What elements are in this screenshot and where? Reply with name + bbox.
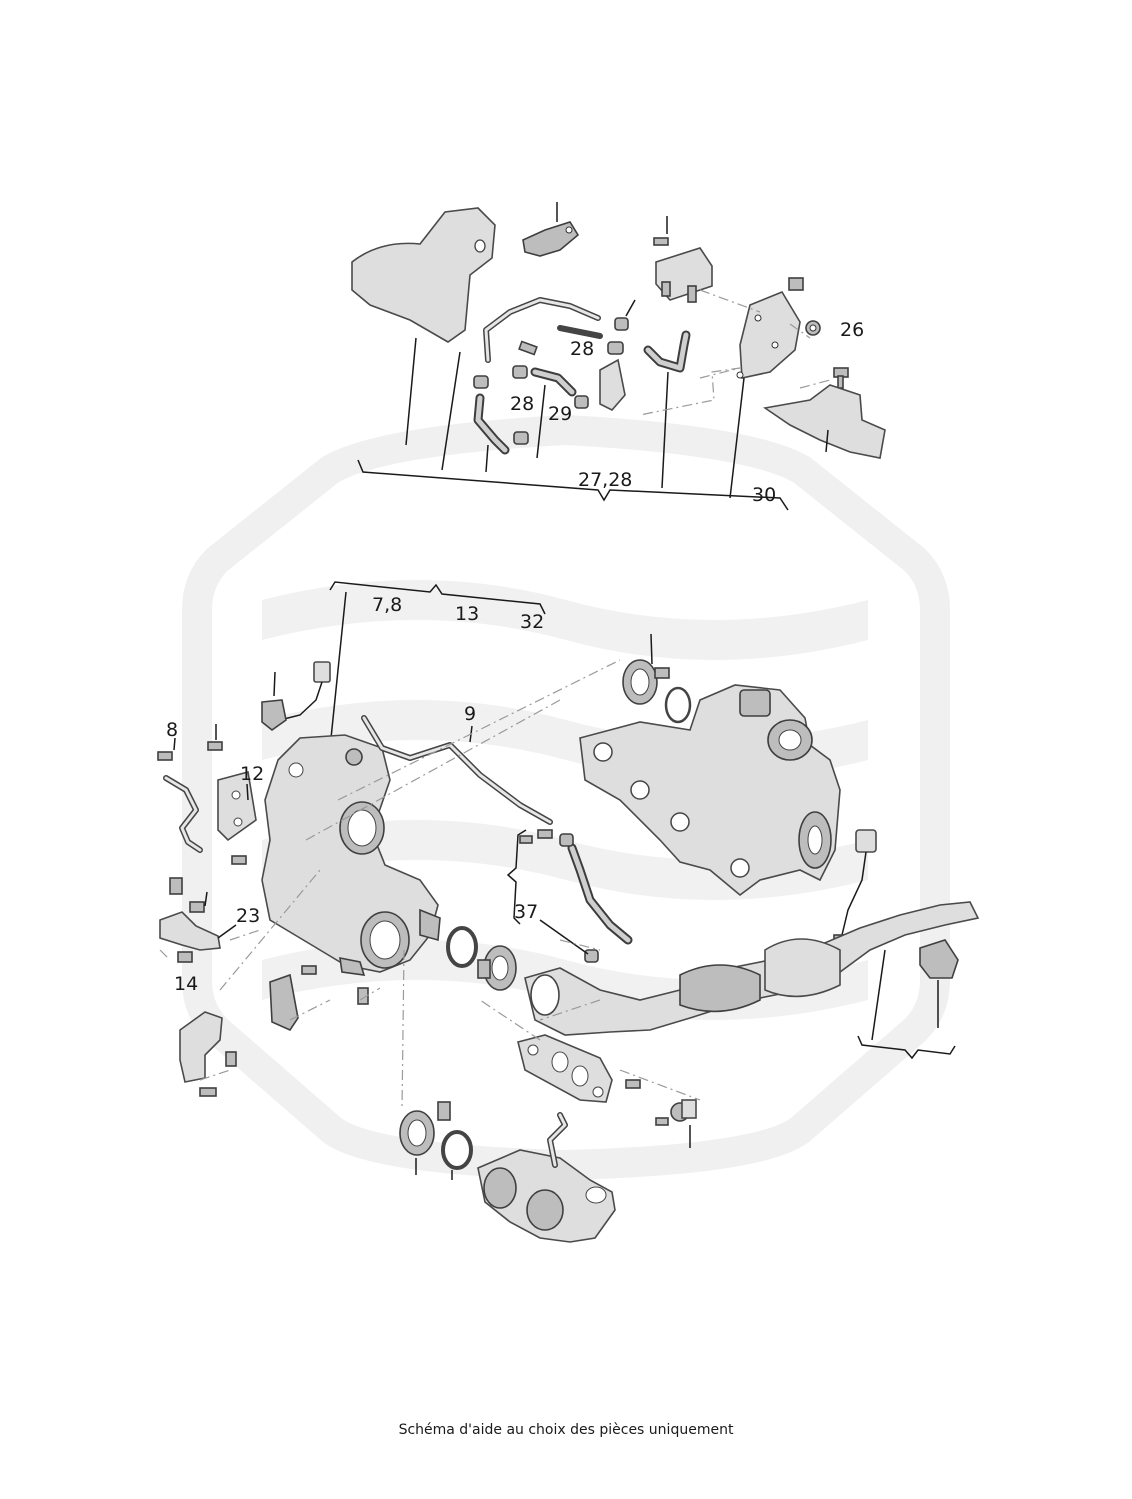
callout-28-a: 28 xyxy=(570,338,594,360)
leader-37 xyxy=(539,919,589,955)
hose-left xyxy=(473,375,529,455)
dash-lines-top xyxy=(639,289,831,416)
diagram-caption: Schéma d'aide au choix des pièces unique… xyxy=(398,1422,734,1438)
leader-dpf-sensor xyxy=(273,671,276,697)
leader-78 xyxy=(329,591,347,749)
leader-bracket-23-bolt xyxy=(204,891,208,907)
leader-hose-sensor xyxy=(661,371,669,489)
flange-gasket-lower xyxy=(517,1034,613,1103)
hose-sensor xyxy=(643,330,691,373)
bolt-top-left xyxy=(518,340,538,356)
callout-26: 26 xyxy=(840,319,864,341)
bolt-flange-lower xyxy=(625,1079,641,1089)
leader-clamp-28 xyxy=(625,299,636,317)
mounting-bracket xyxy=(736,291,801,379)
nut-26 xyxy=(805,320,821,336)
gasket-upper xyxy=(664,686,692,724)
callout-32: 32 xyxy=(520,611,544,633)
callout-7-8: 7,8 xyxy=(372,594,402,616)
callout-27-28: 27,28 xyxy=(578,469,632,491)
callout-29: 29 xyxy=(548,403,572,425)
hose-clamps-28 xyxy=(599,317,629,411)
bracket-23 xyxy=(159,877,221,963)
rear-clamp-gasket xyxy=(399,1101,473,1170)
leader-heat-shield xyxy=(405,337,417,446)
callout-28-b: 28 xyxy=(510,393,534,415)
leader-8 xyxy=(173,737,176,751)
clamp-upper xyxy=(622,659,670,705)
callout-23: 23 xyxy=(236,905,260,927)
vacuum-pipe-top xyxy=(483,297,603,363)
group-bracket-top xyxy=(357,459,789,511)
hose-middle xyxy=(512,365,589,409)
dpf-pressure-sensor xyxy=(261,661,331,732)
dash-lines-lower xyxy=(159,659,701,1111)
diesel-particulate-filter xyxy=(261,734,441,976)
callout-37: 37 xyxy=(514,901,538,923)
leader-23 xyxy=(217,924,237,939)
rubber-mount-right xyxy=(919,939,959,979)
leader-lower-shield xyxy=(825,429,829,453)
leader-clamp-upper xyxy=(650,633,653,665)
callout-13: 13 xyxy=(455,603,479,625)
clip-bracket-top xyxy=(522,221,580,257)
egr-pipe-8 xyxy=(157,751,203,853)
group-bracket-right xyxy=(857,1035,956,1060)
leader-hose-middle xyxy=(536,384,546,459)
front-exhaust-pipe xyxy=(524,901,980,1036)
clip-small-square xyxy=(788,277,804,291)
bracket-lower-left xyxy=(179,1011,237,1097)
leader-hose-left xyxy=(485,444,489,473)
callout-9: 9 xyxy=(464,703,476,725)
leader-bracket-12 xyxy=(246,783,249,801)
bracket-12 xyxy=(207,741,257,865)
turbocharger-manifold xyxy=(579,684,841,897)
group-bracket-37 xyxy=(506,829,527,925)
vacuum-hose-37 xyxy=(559,833,633,963)
lower-heat-shield-top xyxy=(762,384,886,459)
callout-12: 12 xyxy=(240,763,264,785)
sensor-lower-right xyxy=(655,1099,697,1126)
leader-mounting-bracket xyxy=(729,377,745,499)
heat-shield xyxy=(351,207,496,343)
leader-front-pipe xyxy=(871,949,886,1041)
pressure-sensor xyxy=(653,237,713,303)
leader-vacuum-pipe xyxy=(441,351,461,471)
egr-cooler xyxy=(477,1112,616,1243)
group-bracket-middle xyxy=(329,581,546,615)
bracket-small-middle xyxy=(269,965,369,1032)
bolt-right xyxy=(833,367,849,389)
callout-30: 30 xyxy=(752,484,776,506)
callout-8: 8 xyxy=(166,719,178,741)
exhaust-pipe-clamp xyxy=(446,926,517,991)
callout-14: 14 xyxy=(174,973,198,995)
